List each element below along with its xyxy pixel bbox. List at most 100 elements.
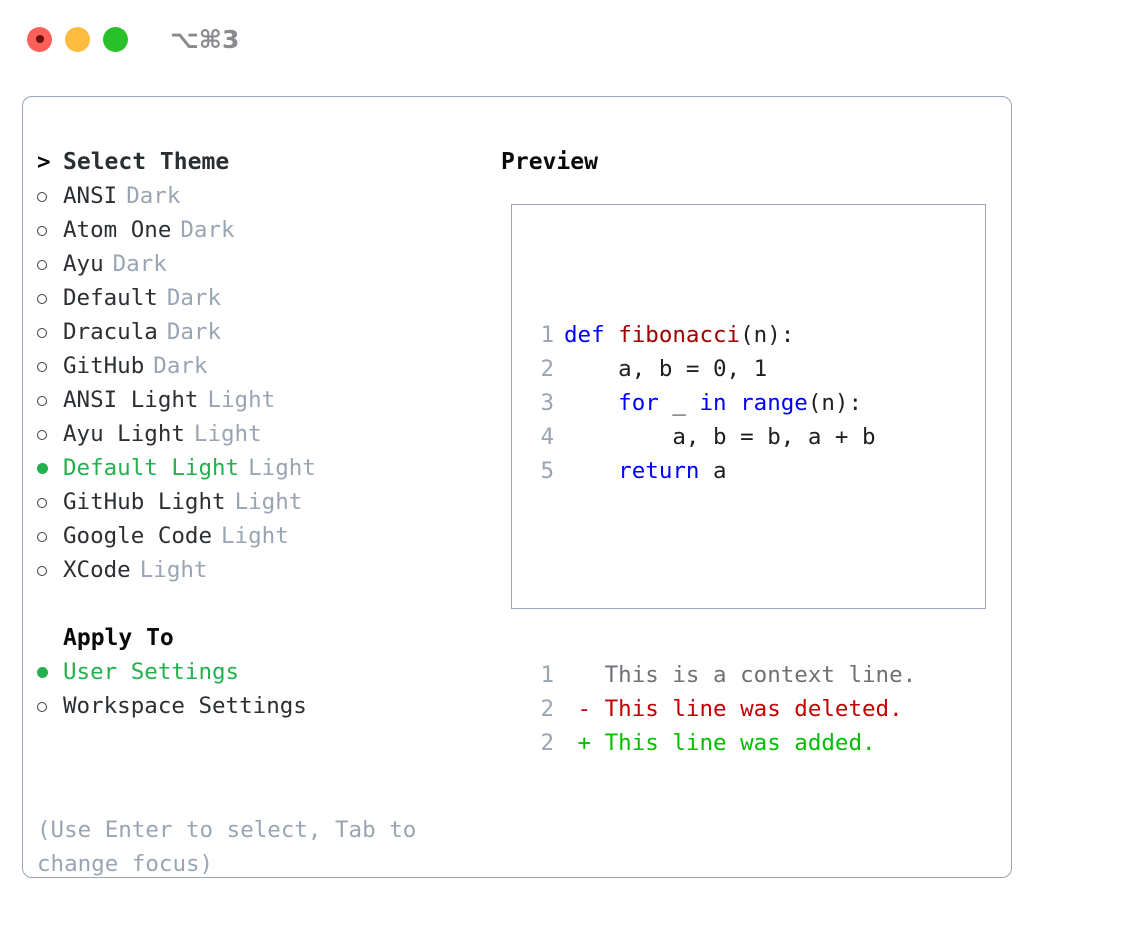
theme-list-item[interactable]: GitHub Dark (37, 349, 507, 383)
theme-name: XCode (63, 557, 131, 583)
theme-variant-badge: Dark (166, 285, 222, 311)
bullet-glyph (37, 396, 47, 406)
code-diff-separator (524, 556, 916, 590)
apply-to-item[interactable]: User Settings (37, 655, 507, 689)
bullet-glyph (37, 362, 47, 372)
close-button[interactable] (27, 26, 52, 52)
radio-unselected-icon (37, 315, 63, 349)
bullet-glyph (37, 294, 47, 304)
radio-unselected-icon (37, 213, 63, 247)
code-token: (n): (740, 322, 795, 348)
bullet-glyph (37, 702, 47, 712)
code-token: + This line was added. (564, 730, 876, 756)
apply-to-item[interactable]: Workspace Settings (37, 689, 507, 723)
keyboard-hint: (Use Enter to select, Tab to change focu… (37, 817, 417, 877)
diff-block: 1 This is a context line. 2 - This line w… (524, 658, 916, 760)
code-token: a, b = b, a + b (564, 424, 876, 450)
code-line: 5 return a (524, 454, 916, 488)
theme-variant-badge: Light (234, 489, 303, 515)
code-token: _ (672, 390, 700, 416)
theme-list-item[interactable]: Ayu Light Light (37, 417, 507, 451)
line-number: 5 (540, 458, 554, 484)
bullet-glyph (37, 667, 48, 678)
theme-variant-badge: Light (248, 455, 316, 481)
window-title: ⌥⌘3 (170, 24, 240, 54)
line-number: 2 (540, 730, 554, 756)
theme-name: GitHub (63, 353, 145, 379)
line-number: 4 (540, 424, 554, 450)
radio-unselected-icon (37, 349, 63, 383)
line-number: 3 (540, 390, 554, 416)
bullet-glyph (37, 463, 48, 474)
theme-list-item[interactable]: Ayu Dark (37, 247, 507, 281)
theme-variant-badge: Light (221, 523, 289, 549)
minimize-button[interactable] (65, 26, 90, 52)
theme-variant-badge: Dark (166, 319, 222, 345)
theme-list-item[interactable]: Dracula Dark (37, 315, 507, 349)
theme-name: Dracula (63, 319, 158, 345)
bullet-glyph (37, 430, 47, 440)
bullet-glyph (37, 192, 47, 202)
code-token: in range (699, 390, 808, 416)
theme-list-item[interactable]: ANSI Light Light (37, 383, 507, 417)
theme-variant-badge: Dark (112, 251, 167, 277)
page-title: Select Theme (63, 149, 230, 175)
theme-name: Ayu (63, 251, 104, 277)
diff-line: 1 This is a context line. (524, 658, 916, 692)
code-token: - This line was deleted. (564, 696, 903, 722)
theme-list-item[interactable]: Default Dark (37, 281, 507, 315)
theme-variant-badge: Light (139, 557, 208, 583)
theme-name: Default Light (63, 455, 240, 481)
bullet-glyph (37, 532, 47, 542)
apply-to-header: Apply To (37, 621, 507, 655)
theme-variant-badge: Dark (180, 217, 235, 243)
theme-list-item[interactable]: Google Code Light (37, 519, 507, 553)
title-bar: ⌥⌘3 (0, 0, 1140, 78)
code-token: for (564, 390, 673, 416)
radio-selected-icon (37, 451, 63, 485)
theme-name: Ayu Light (63, 421, 185, 447)
radio-unselected-icon (37, 383, 63, 417)
code-token: def (564, 322, 619, 348)
zoom-button[interactable] (103, 26, 128, 52)
bullet-glyph (37, 260, 47, 270)
radio-selected-icon (37, 655, 63, 689)
code-token: a (713, 458, 727, 484)
line-number: 1 (540, 322, 554, 348)
theme-name: Google Code (63, 523, 213, 549)
preview-title: Preview (501, 149, 598, 175)
theme-name: ANSI Light (63, 387, 199, 413)
theme-variant-badge: Light (207, 387, 276, 413)
traffic-lights (27, 26, 128, 52)
theme-name: Default (63, 285, 158, 311)
radio-unselected-icon (37, 689, 63, 723)
code-line: 3 for _ in range(n): (524, 386, 916, 420)
select-theme-header: >Select Theme (37, 145, 507, 179)
bullet-glyph (37, 328, 47, 338)
code-token: This is a context line. (564, 662, 917, 688)
apply-to-label: User Settings (63, 659, 240, 685)
code-line: 2 a, b = 0, 1 (524, 352, 916, 386)
theme-variant-badge: Dark (126, 183, 181, 209)
radio-unselected-icon (37, 553, 63, 587)
theme-list-item[interactable]: XCode Light (37, 553, 507, 587)
code-line: 4 a, b = b, a + b (524, 420, 916, 454)
theme-variant-badge: Light (193, 421, 262, 447)
apply-to-label: Workspace Settings (63, 693, 307, 719)
theme-variant-badge: Dark (153, 353, 208, 379)
code-token: return (564, 458, 714, 484)
line-number: 2 (540, 696, 554, 722)
line-number: 2 (540, 356, 554, 382)
theme-list-item[interactable]: Default Light Light (37, 451, 507, 485)
list-spacer (37, 587, 507, 621)
